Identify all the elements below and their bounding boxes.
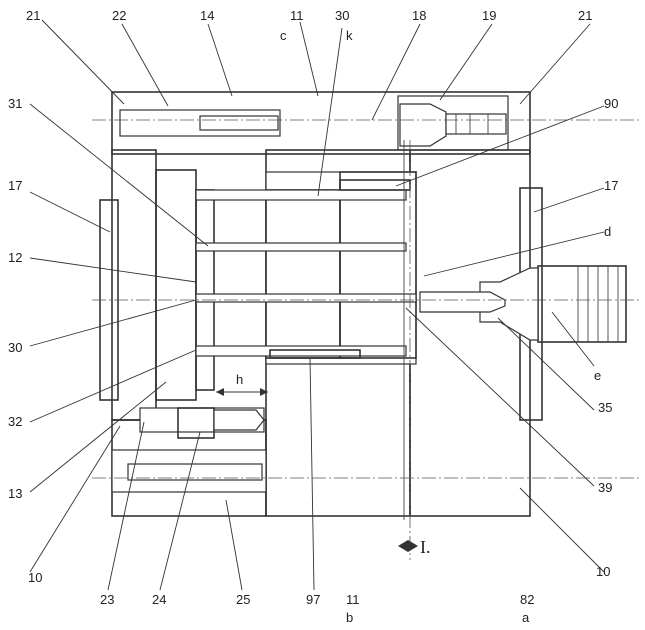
label-82: 82 [520,592,534,607]
label-19: 19 [482,8,496,23]
label-13: 13 [8,486,22,501]
dimension-h: h [216,372,268,396]
label-23: 23 [100,592,114,607]
label-30-top: 30 [335,8,349,23]
section-marker: I. [398,537,431,557]
label-31: 31 [8,96,22,111]
label-21-left: 21 [26,8,40,23]
runner-cavity [265,171,417,365]
label-30-mid: 30 [8,340,22,355]
label-h: h [236,372,243,387]
label-14: 14 [200,8,214,23]
label-d: d [604,224,611,239]
label-39: 39 [598,480,612,495]
section-label: I. [420,537,431,557]
label-k: k [346,28,353,43]
label-24: 24 [152,592,166,607]
nozzle-e [537,265,627,343]
label-35: 35 [598,400,612,415]
leader-lines [29,19,605,591]
mold-assembly [92,91,640,560]
top-plate [111,91,531,155]
label-12: 12 [8,250,22,265]
core-plate-a [409,149,531,517]
ejector-pins [195,179,417,359]
label-a: a [522,610,530,625]
label-21-right: 21 [578,8,592,23]
label-97: 97 [306,592,320,607]
label-32: 32 [8,414,22,429]
label-25: 25 [236,592,250,607]
part-labels: 21 22 14 11 30 18 19 21 c k 31 17 12 30 … [8,8,618,625]
sprue-bush [479,267,539,341]
label-17-left: 17 [8,178,22,193]
ejector-retainer [195,189,215,391]
label-18: 18 [412,8,426,23]
label-10-right: 10 [596,564,610,579]
label-11-bottom: 11 [346,592,360,607]
label-11-top: 11 [290,8,304,23]
label-10-left: 10 [28,570,42,585]
label-c: c [280,28,287,43]
label-b: b [346,610,353,625]
label-90: 90 [604,96,618,111]
label-17-right: 17 [604,178,618,193]
label-22: 22 [112,8,126,23]
label-e: e [594,368,601,383]
ejector-plate-12 [155,169,197,401]
